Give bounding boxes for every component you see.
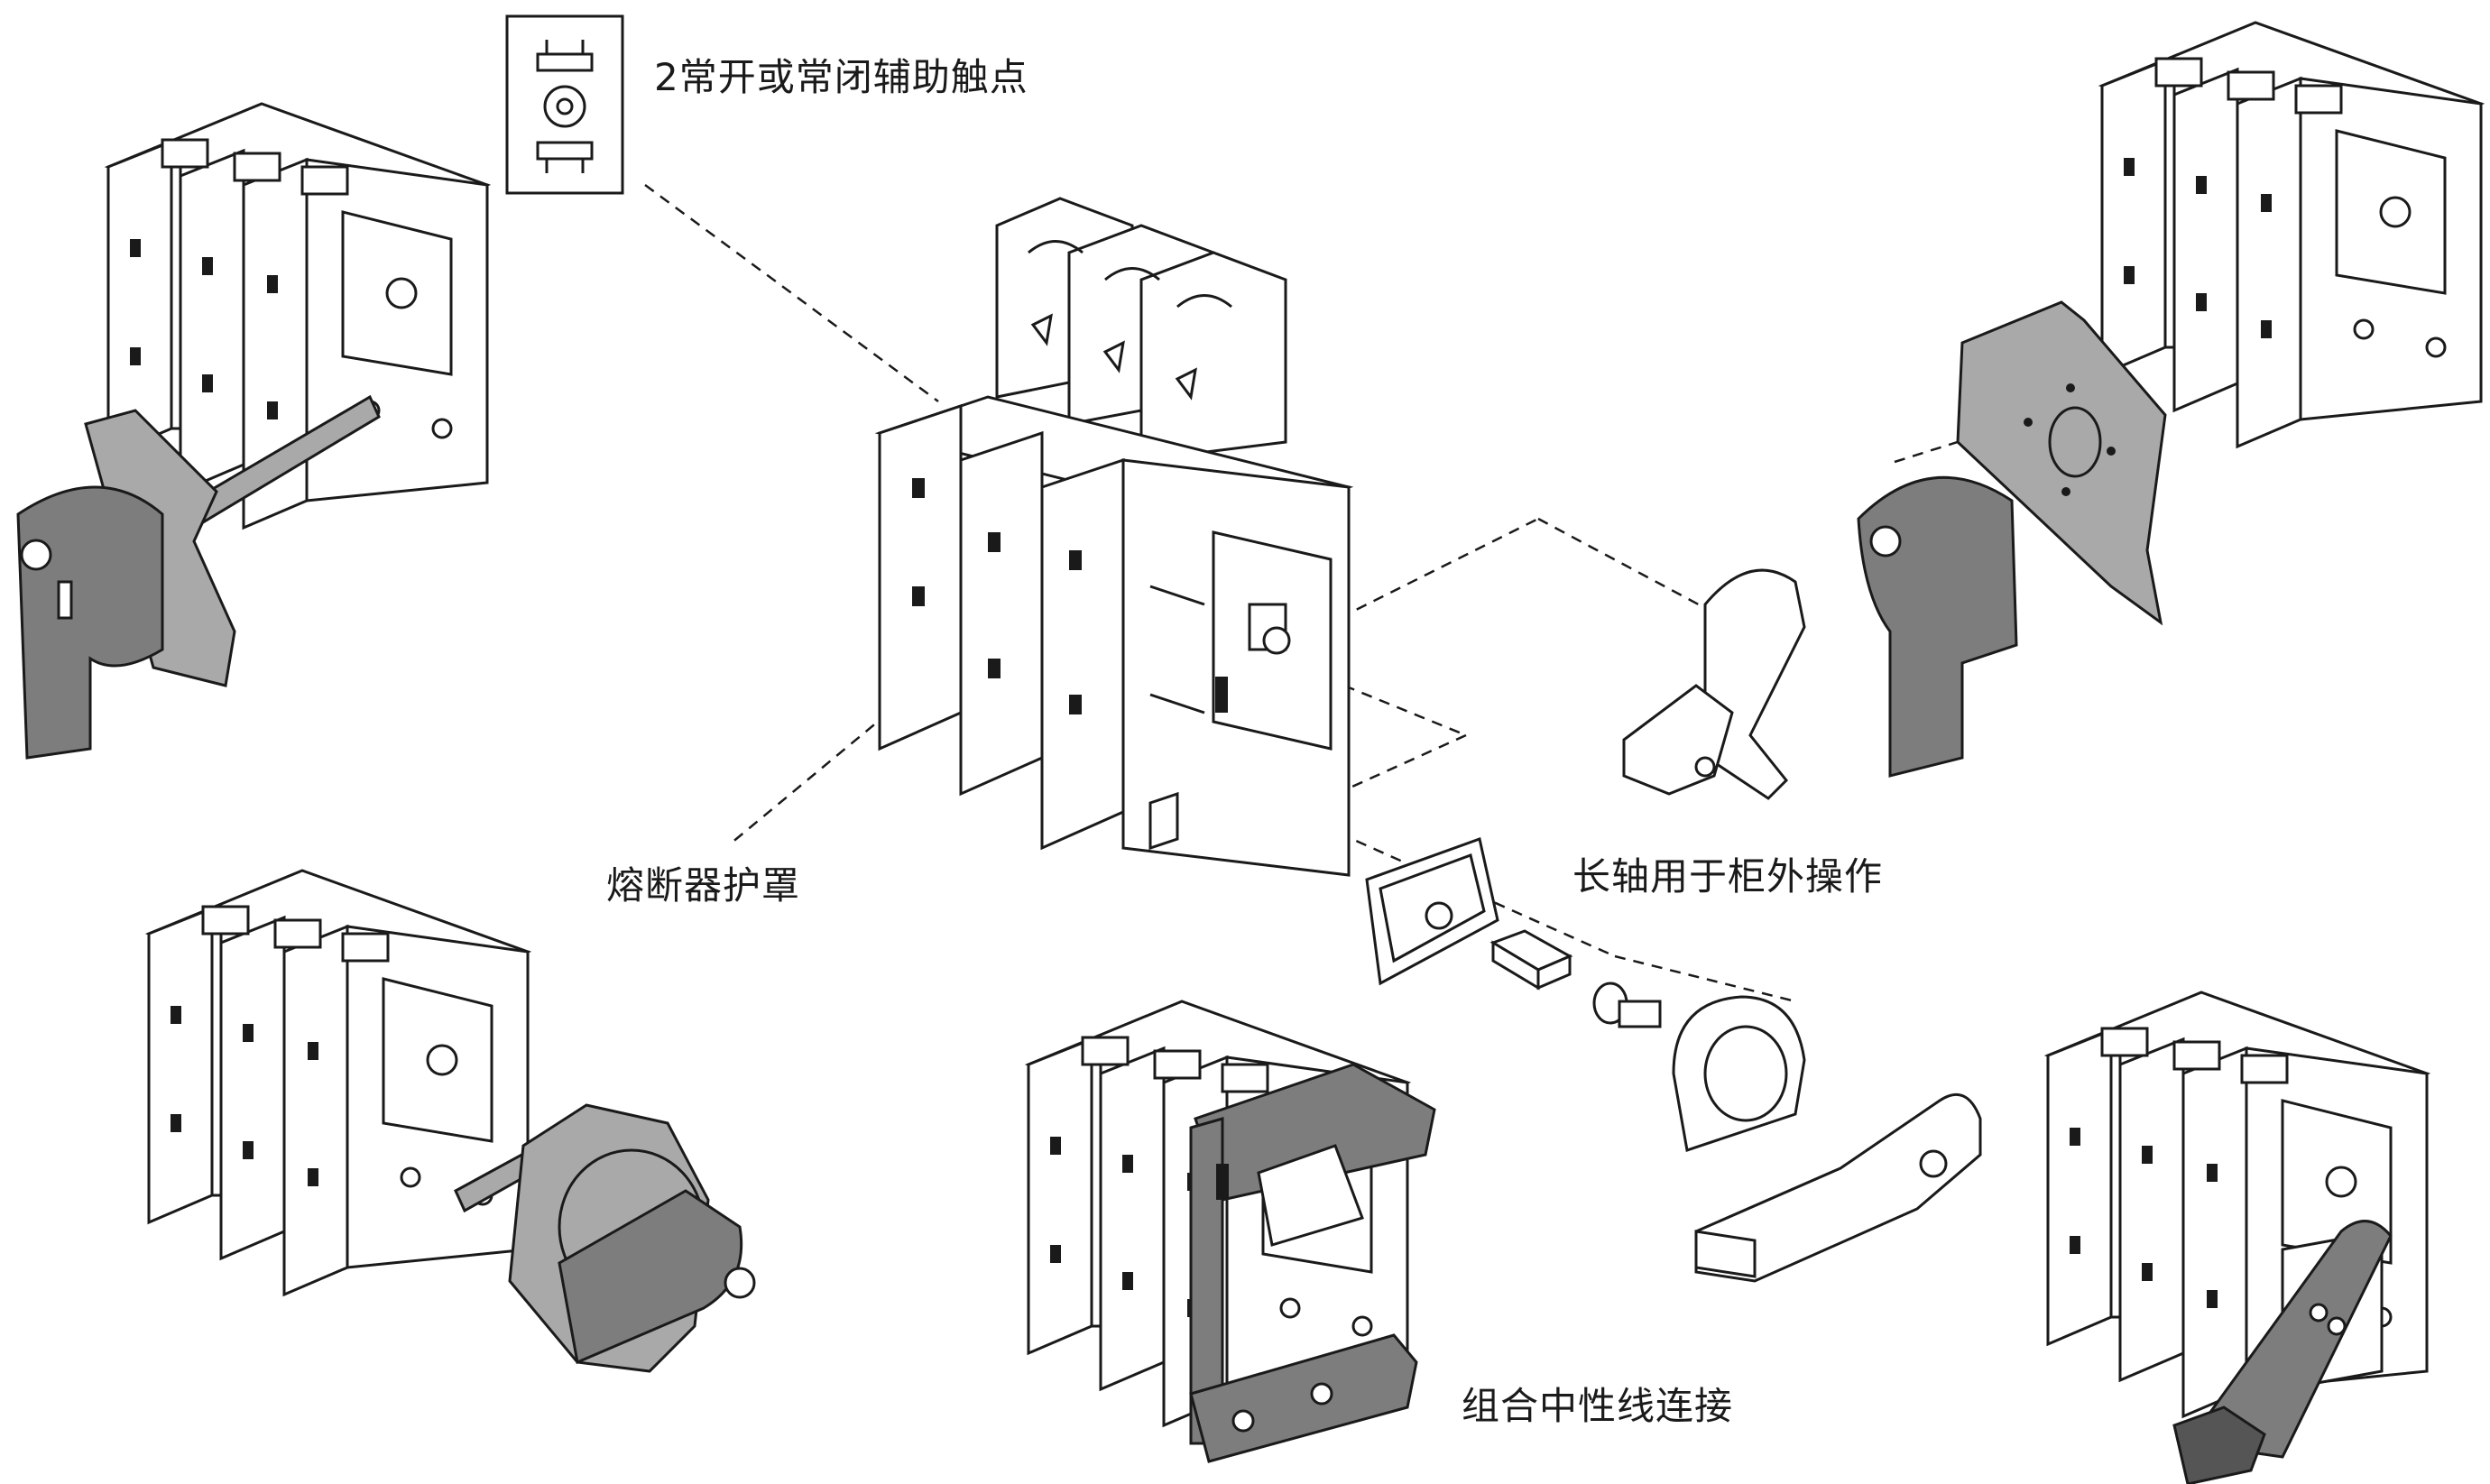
switch-with-door-handle-left: [16, 102, 489, 760]
label-long-shaft: 长轴用于柜外操作: [1572, 854, 1884, 899]
auxiliary-contact-icon: [505, 14, 624, 195]
switch-with-rotary-handle: [147, 869, 756, 1373]
switch-with-door-handle-right: [1857, 21, 2483, 778]
label-neutral-link: 组合中性线连接: [1462, 1384, 1734, 1428]
label-aux-contact: 2常开或常闭辅助触点: [654, 55, 1028, 99]
fuse-switch-unit: [874, 197, 1354, 877]
switch-with-toggle-handle: [2046, 991, 2429, 1484]
door-seal-icon: [1365, 837, 1499, 986]
long-shaft-handle: [1622, 568, 1806, 800]
switch-with-neutral-link: [1027, 1000, 1436, 1463]
fuse-cover: [995, 197, 1287, 462]
external-handle: [1672, 995, 1982, 1283]
shaft-coupling-icon: [1489, 929, 1662, 1028]
label-fuse-cover: 熔断器护罩: [606, 863, 801, 908]
